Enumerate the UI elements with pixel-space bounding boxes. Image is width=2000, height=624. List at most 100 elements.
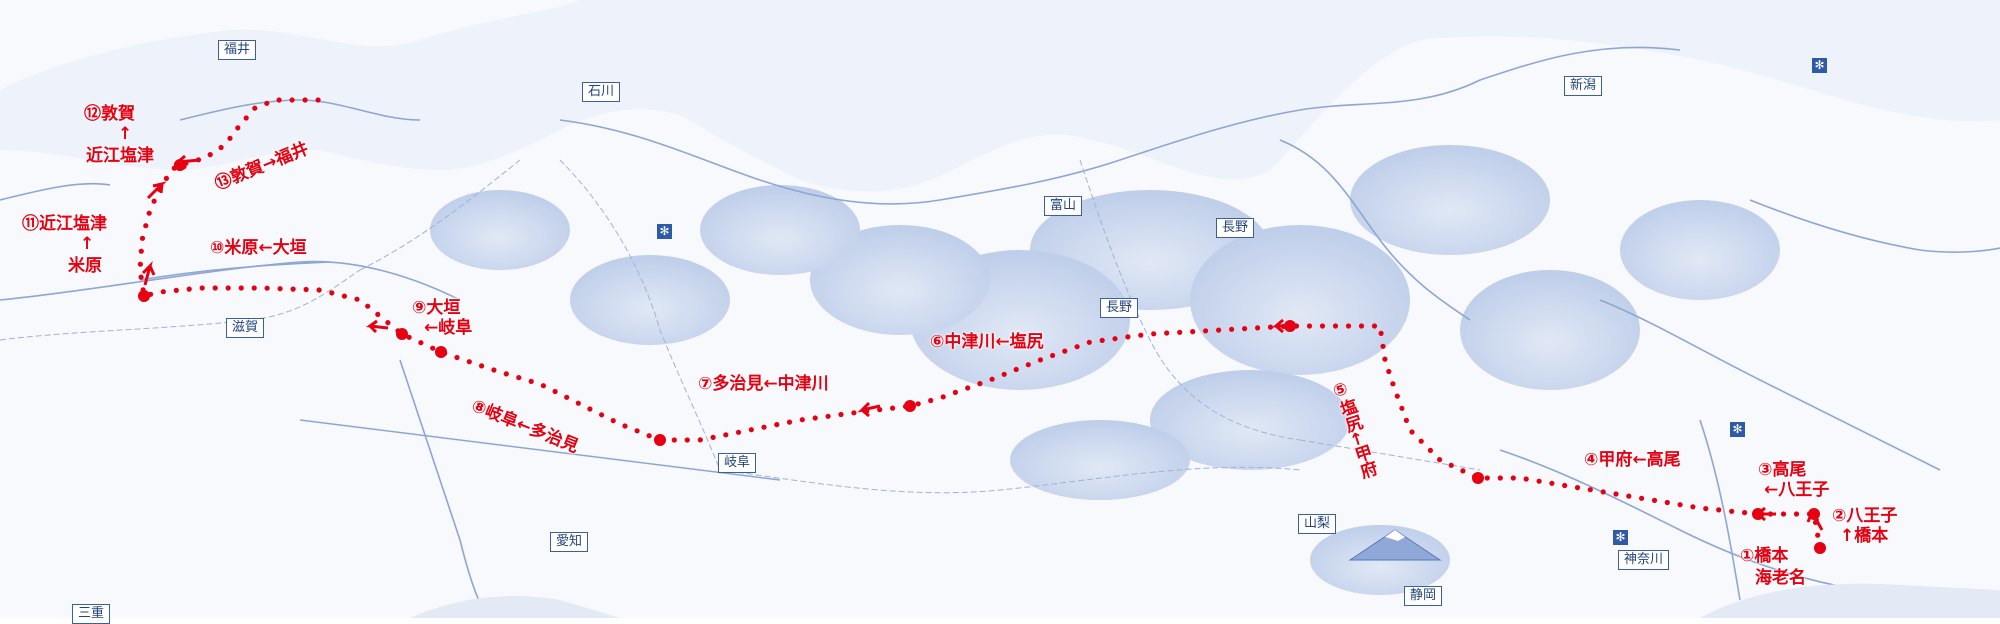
route-dot [915,401,921,407]
route-dot [207,152,213,158]
route-dot [1448,462,1454,468]
route-dot [138,274,144,280]
route-dot [610,418,616,424]
route-dot [710,434,716,440]
route-dot [1086,339,1092,345]
route-dot [243,115,249,121]
snow-icon: ✻ [657,224,672,239]
route-dot [774,422,780,428]
route-dot [218,144,224,151]
route-dot [540,383,547,389]
route-dot [225,285,231,291]
route-dot [365,303,371,309]
route-label-9-sub: ←岐阜 [424,318,473,338]
route-label-7: ⑦多治見←中津川 [698,374,829,394]
route-dot [761,424,767,430]
route-dot [1664,499,1670,506]
route-dot [1025,362,1031,368]
route-dot [276,97,282,103]
route-dot [812,415,818,421]
route-dot [264,100,270,106]
route-dot [1099,337,1105,343]
route-dot [1138,332,1144,338]
route-dot [1574,485,1581,491]
route-dot [406,334,412,340]
route-dot [1390,381,1396,387]
route-dot [575,400,581,406]
route-dot [1177,329,1183,335]
route-dot [479,363,485,369]
route-dot [851,410,857,416]
route-dot [315,97,321,103]
route-dot [799,417,805,423]
route-label-12: ⑫敦賀 [84,104,135,124]
region-label-nagano: 長野 [1216,218,1255,238]
route-dot [146,210,152,216]
route-dot [1125,334,1131,340]
route-dot [1164,330,1170,336]
region-label-aichi: 愛知 [550,532,589,552]
route-dot [430,345,436,351]
route-dot [1332,323,1339,329]
route-dot [1549,480,1555,486]
route-dot [454,354,460,361]
route-label-12-arrow: ↑ [118,124,133,144]
route-dot [1587,487,1593,493]
route-dot [303,286,309,293]
route-dot [212,285,218,291]
route-dot [587,406,593,412]
region-label-gifu: 岐阜 [718,453,757,473]
route-dot [1562,482,1568,489]
route-label-1: ①橋本 [1740,546,1789,566]
route-dot [289,97,295,103]
route-dot [786,419,793,425]
route-dot [466,359,472,365]
route-dot [634,428,640,434]
route-dot [1386,368,1392,375]
route-dot [1639,495,1645,501]
route-dots [137,97,1823,551]
route-dot [1242,326,1248,332]
route-dot [1378,330,1384,336]
route-dot [952,389,959,395]
route-dot [1203,328,1209,334]
route-dot [1399,405,1405,411]
route-label-10: ⑩米原←大垣 [210,238,307,258]
route-dot [1074,344,1080,350]
snow-icon: ✻ [1730,422,1745,437]
route-dot [186,286,192,292]
route-dot [1716,507,1722,513]
route-dot [235,125,241,131]
region-label-kanagawa: 神奈川 [1618,550,1670,570]
route-label-2-sub: ↑橋本 [1840,526,1889,546]
snow-icon: ✻ [1812,58,1827,73]
route-dot [143,223,149,229]
route-dot [564,394,570,400]
route-dot [264,285,270,291]
coastline-area [0,0,2000,192]
route-dot [1409,429,1415,435]
route-dot [137,261,143,267]
route-dot [1216,327,1222,333]
route-dot [1418,438,1424,444]
route-dot [622,423,628,429]
route-dot [1703,506,1709,512]
route-dot [1267,324,1274,330]
route-dot [1677,502,1683,508]
route-label-4: ④甲府←高尾 [1584,450,1681,470]
route-dot [341,293,347,299]
route-dot [1380,343,1386,349]
route-dot [1306,323,1313,329]
route-dot [723,432,729,438]
route-dot [1651,497,1658,503]
route-dot [1371,323,1378,329]
route-dot [825,413,831,419]
route-label-3-sub: ←八王子 [1764,480,1830,500]
route-dot [418,340,424,346]
route-dot [503,371,509,377]
route-dot [735,429,742,435]
route-dot [1600,489,1606,495]
route-dot [375,311,381,317]
route-dot [1358,323,1365,329]
route-dot [1062,348,1068,354]
